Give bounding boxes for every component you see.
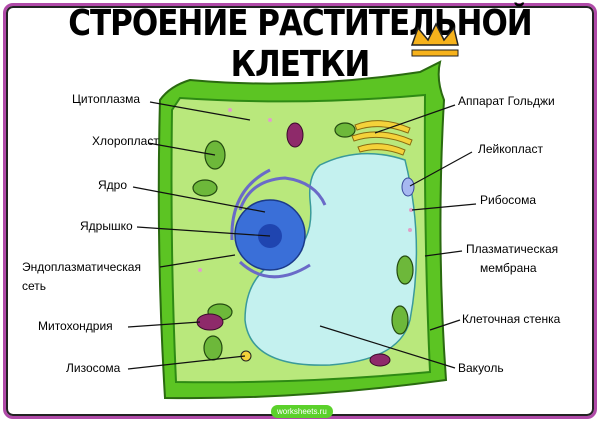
mitochondria xyxy=(196,122,391,367)
ribosomes xyxy=(198,108,413,272)
label-vacuole: Вакуоль xyxy=(458,361,504,375)
label-ribosome: Рибосома xyxy=(480,193,536,207)
label-er-line2: сеть xyxy=(22,279,47,293)
golgi-apparatus xyxy=(351,120,413,156)
label-cytoplasm: Цитоплазма xyxy=(72,92,141,106)
label-membrane-line1: Плазматическая xyxy=(466,242,559,256)
label-nucleolus: Ядрышко xyxy=(80,219,133,233)
vacuole xyxy=(244,152,418,366)
label-chloroplast: Хлоропласт xyxy=(92,134,159,148)
label-mitochondria: Митохондрия xyxy=(38,319,113,333)
endoplasmic-reticulum xyxy=(230,168,327,279)
crown-icon xyxy=(410,22,459,57)
label-lysosome: Лизосома xyxy=(66,361,121,375)
pointer-lines xyxy=(127,101,477,370)
label-cell-wall: Клеточная стенка xyxy=(462,312,561,326)
label-leucoplast: Лейкопласт xyxy=(478,142,543,156)
label-er-line1: Эндоплазматическая xyxy=(22,260,141,274)
leucoplast xyxy=(401,177,415,197)
watermark: worksheets.ru xyxy=(271,405,333,418)
label-golgi: Аппарат Гольджи xyxy=(458,94,555,108)
label-membrane-line2: мембрана xyxy=(480,261,537,275)
label-nucleus: Ядро xyxy=(98,178,128,192)
